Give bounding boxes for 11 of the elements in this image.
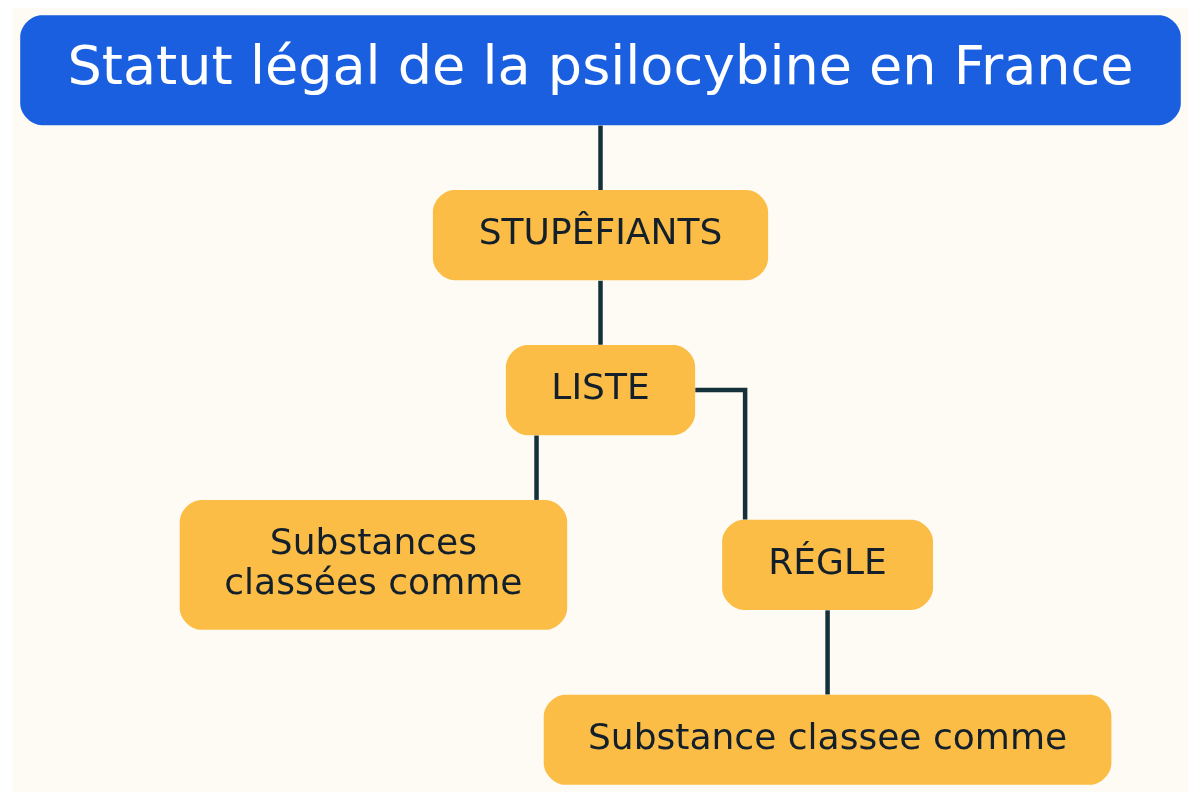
- node-box: Substance classee comme: [543, 694, 1111, 785]
- connector: [597, 125, 603, 190]
- connector: [694, 387, 747, 520]
- connector: [597, 280, 603, 345]
- connector: [824, 610, 830, 695]
- connector: [533, 435, 539, 500]
- node-box: Statut légal de la psilocybine en France: [19, 15, 1181, 126]
- node-box: STUPÊFIANTS: [432, 190, 768, 281]
- node-box: Substances classées comme: [179, 500, 567, 630]
- node-box: RÉGLE: [721, 519, 933, 610]
- node-box: LISTE: [505, 345, 695, 436]
